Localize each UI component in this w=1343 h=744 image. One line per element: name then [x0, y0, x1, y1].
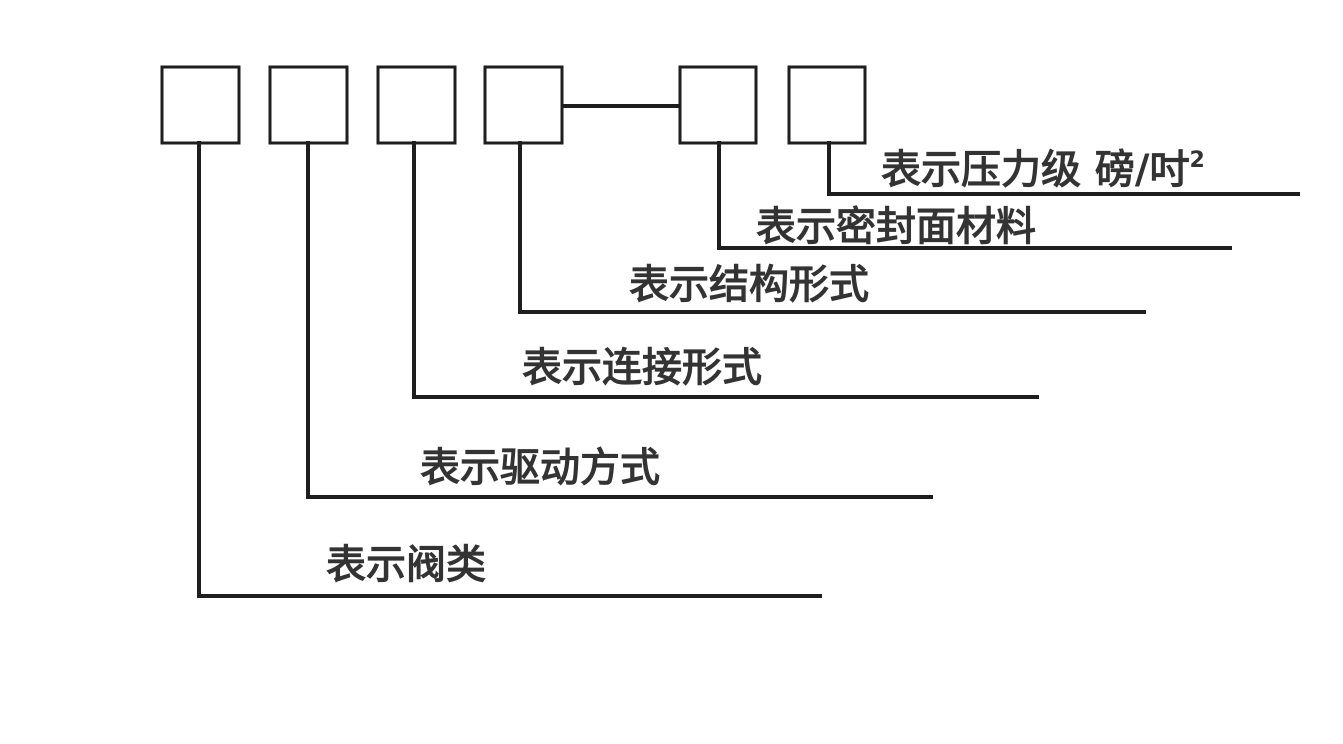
leader-line-1 — [197, 141, 822, 598]
code-box-1 — [160, 65, 241, 145]
code-box-2 — [268, 65, 349, 145]
label-drive-mode: 表示驱动方式 — [420, 445, 660, 491]
pressure-class-text: 表示压力级 磅/吋 — [881, 147, 1190, 193]
leader-line-3 — [412, 141, 1039, 399]
leader-line-4 — [518, 141, 1146, 314]
label-valve-type: 表示阀类 — [326, 542, 486, 588]
leader-line-2 — [306, 141, 933, 499]
label-structure-form: 表示结构形式 — [629, 262, 869, 308]
label-pressure-class: 表示压力级 磅/吋2 — [881, 147, 1205, 193]
code-box-3 — [376, 65, 457, 145]
code-box-5 — [678, 65, 758, 145]
code-box-4 — [483, 65, 564, 145]
code-box-6 — [787, 65, 867, 145]
leader-line-6 — [827, 141, 1300, 196]
leader-line-5 — [717, 141, 1232, 250]
label-connection-form: 表示连接形式 — [522, 345, 762, 391]
label-seal-material: 表示密封面材料 — [756, 204, 1036, 250]
pressure-unit-superscript: 2 — [1190, 148, 1205, 173]
